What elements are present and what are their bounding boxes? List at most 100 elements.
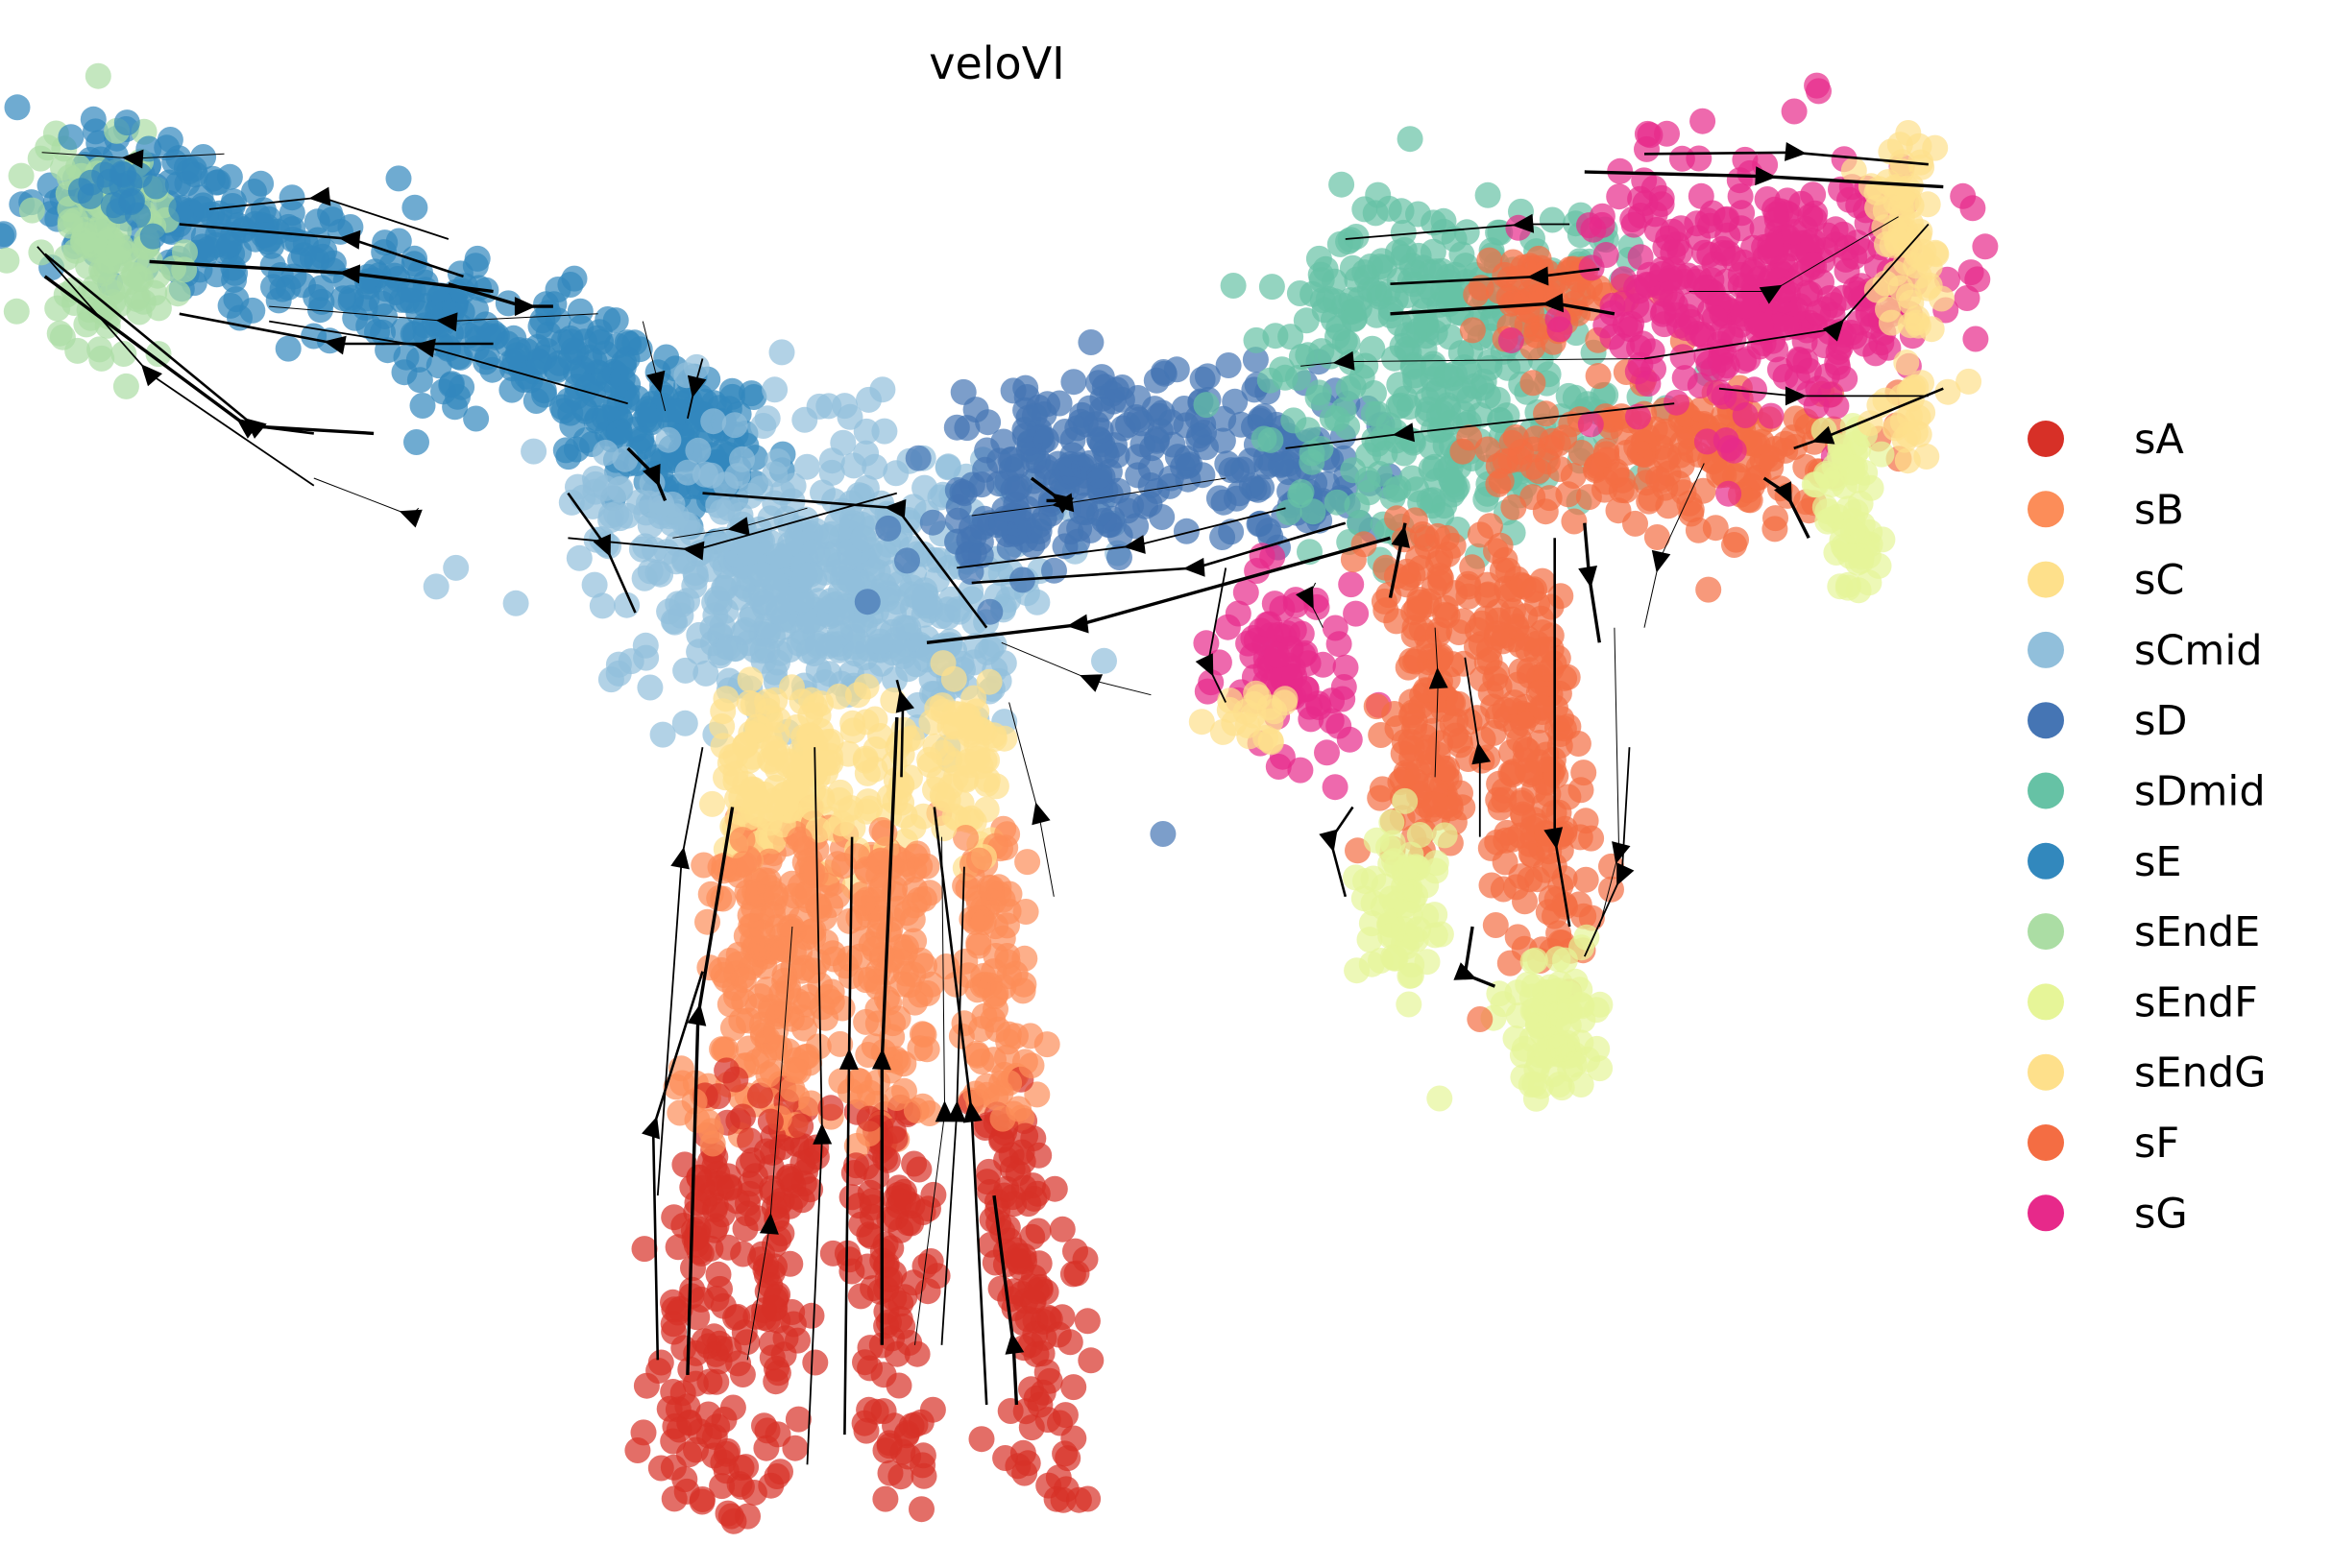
- point-sEndF: [1379, 830, 1406, 856]
- point-sA: [676, 1410, 703, 1436]
- point-sEndF: [1413, 872, 1440, 899]
- point-sG: [1684, 210, 1711, 237]
- point-sCmid: [656, 598, 683, 625]
- point-sG: [1715, 480, 1742, 507]
- point-sEndF: [1868, 441, 1895, 468]
- point-sF: [1367, 784, 1394, 811]
- legend-marker: [2028, 491, 2064, 528]
- legend-item-sD: sD: [2028, 697, 2188, 745]
- point-sG: [1620, 211, 1647, 238]
- streamline: [1001, 641, 1152, 696]
- point-sF: [1695, 576, 1722, 603]
- point-sE: [558, 328, 585, 355]
- point-sF: [1643, 524, 1670, 550]
- point-sF: [1517, 761, 1543, 788]
- point-sE: [259, 253, 286, 278]
- point-sDmid: [1365, 181, 1392, 208]
- point-sEndE: [8, 162, 35, 189]
- point-sEndE: [0, 247, 20, 274]
- point-sE: [501, 348, 528, 374]
- point-sC: [976, 668, 1003, 695]
- point-sEndF: [1587, 1055, 1614, 1082]
- streamline-arrow: [946, 1100, 966, 1122]
- streamline-arrow: [593, 534, 611, 558]
- point-sA: [630, 1419, 657, 1446]
- streamline-arrow: [813, 1122, 833, 1145]
- streamline-arrow: [244, 418, 267, 439]
- streamline-arrow: [1182, 557, 1205, 577]
- point-sF: [1514, 625, 1541, 652]
- point-sCmid: [850, 524, 877, 551]
- point-sA: [1009, 1310, 1036, 1337]
- point-sEndE: [3, 298, 30, 325]
- point-sB: [891, 1077, 917, 1104]
- point-sCmid: [648, 491, 674, 518]
- point-sF: [1427, 565, 1454, 591]
- point-sCmid: [765, 448, 791, 475]
- point-sF: [1593, 441, 1619, 468]
- point-sF: [1501, 689, 1528, 716]
- point-sCmid: [581, 571, 608, 598]
- point-sA: [1049, 1304, 1076, 1331]
- point-sF: [1544, 644, 1571, 671]
- point-sE: [142, 173, 169, 200]
- point-sEndF: [1397, 962, 1424, 989]
- point-sCmid: [960, 649, 987, 676]
- point-sEndE: [145, 295, 172, 322]
- point-sF: [1456, 424, 1483, 451]
- point-sG: [1957, 259, 1984, 286]
- point-sCmid: [672, 657, 699, 684]
- point-sCmid: [671, 710, 698, 736]
- point-sB: [907, 1035, 934, 1062]
- point-sG: [1332, 654, 1359, 681]
- point-sA: [679, 1276, 706, 1303]
- point-sF: [1482, 912, 1509, 938]
- point-sCmid: [626, 489, 653, 516]
- point-sD: [988, 510, 1015, 537]
- point-sC: [940, 712, 967, 739]
- point-sCmid: [633, 644, 660, 671]
- point-sCmid: [856, 386, 882, 413]
- point-sB: [805, 1033, 832, 1060]
- streamline-arrow: [1332, 350, 1355, 371]
- point-sDmid: [1469, 374, 1495, 401]
- point-sB: [792, 835, 819, 862]
- point-sD: [1205, 485, 1232, 512]
- point-sE: [372, 229, 399, 256]
- point-sA: [660, 1311, 687, 1338]
- point-sG: [1544, 306, 1571, 333]
- point-sCmid: [737, 539, 764, 566]
- point-sDmid: [1375, 412, 1402, 439]
- point-sCmid: [824, 510, 850, 537]
- point-sEndF: [1392, 787, 1419, 814]
- streamline-arrow: [1526, 266, 1549, 286]
- point-sA: [710, 1449, 737, 1476]
- point-sB: [846, 1068, 873, 1095]
- point-sCmid: [815, 393, 842, 420]
- point-sA: [845, 1193, 872, 1219]
- point-sA: [1030, 1379, 1057, 1406]
- point-sD: [894, 547, 920, 574]
- point-sB: [981, 958, 1008, 985]
- streamline-arrow: [1542, 293, 1565, 313]
- point-sEndF: [1814, 462, 1841, 489]
- point-sB: [730, 967, 757, 993]
- point-sCmid: [747, 561, 774, 588]
- point-sE: [200, 165, 226, 192]
- point-sA: [1041, 1175, 1068, 1202]
- streamline-arrow: [1123, 535, 1146, 554]
- point-sDmid: [1257, 426, 1284, 453]
- point-sCmid: [837, 403, 863, 430]
- point-sF: [1401, 615, 1428, 641]
- point-sCmid: [762, 659, 788, 686]
- point-sA: [1008, 1281, 1035, 1307]
- point-sE: [649, 396, 676, 422]
- point-sF: [1485, 786, 1512, 813]
- point-sCmid: [871, 418, 898, 445]
- point-sB: [711, 857, 737, 884]
- point-sE: [342, 304, 369, 331]
- point-sE: [409, 393, 436, 419]
- point-sA: [763, 1368, 789, 1395]
- point-sG: [1686, 265, 1713, 292]
- point-sB: [663, 1073, 690, 1100]
